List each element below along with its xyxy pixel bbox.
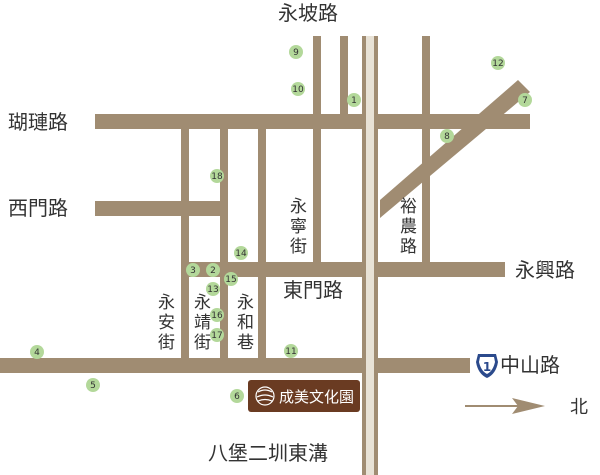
marker-8[interactable]: 8 [440, 129, 454, 143]
road-yongan [181, 128, 189, 360]
label-yongjing: 永 靖 街 [194, 293, 211, 353]
label-yongning: 永 寧 街 [290, 197, 307, 257]
marker-4[interactable]: 4 [30, 345, 44, 359]
marker-1[interactable]: 1 [347, 93, 361, 107]
logo-background [248, 380, 360, 412]
marker-number: 13 [207, 285, 218, 295]
road-diagonal [380, 80, 530, 218]
north-arrow-head-icon [512, 398, 545, 414]
label-yongning-char: 寧 [290, 217, 307, 237]
logo-text: 成美文化園 [279, 388, 354, 406]
marker-number: 3 [190, 266, 196, 276]
label-yonghe-char: 永 [237, 293, 254, 313]
marker-9[interactable]: 9 [289, 45, 303, 59]
marker-10[interactable]: 10 [291, 82, 305, 96]
label-yunong: 裕 農 路 [400, 197, 417, 257]
label-dongmen: 東門路 [283, 278, 343, 302]
label-ximen: 西門路 [8, 196, 68, 220]
label-yongan-char: 街 [158, 333, 175, 353]
label-yonghe: 永 和 巷 [237, 293, 254, 353]
marker-number: 6 [234, 392, 240, 402]
label-yonghe-char: 巷 [237, 333, 254, 353]
label-yunong-char: 裕 [400, 197, 417, 217]
north-arrow: 北 [465, 397, 588, 418]
label-zhongshan: 中山路 [500, 353, 560, 377]
marker-3[interactable]: 3 [186, 263, 200, 277]
road-zhongshan [0, 358, 470, 373]
marker-number: 2 [210, 266, 216, 276]
label-yongjing-char: 靖 [194, 313, 211, 333]
label-yonghe-char: 和 [237, 313, 254, 333]
north-label: 北 [570, 397, 588, 418]
road-shanlian [95, 114, 530, 129]
marker-number: 5 [90, 381, 96, 391]
road-network [0, 36, 530, 475]
marker-layer: 1 2 3 4 5 6 7 8 9 10 11 12 13 14 15 16 1… [30, 45, 532, 403]
highway-shield-icon: 1 [476, 354, 498, 378]
road-yongjing [220, 128, 228, 360]
marker-2[interactable]: 2 [206, 263, 220, 277]
road-yunong [422, 36, 430, 266]
marker-number: 4 [34, 348, 40, 358]
label-yunong-char: 農 [400, 217, 417, 237]
marker-18[interactable]: 18 [210, 169, 224, 183]
label-yongan-char: 安 [158, 313, 175, 333]
marker-16[interactable]: 16 [210, 308, 224, 322]
marker-number: 17 [211, 331, 222, 341]
marker-number: 11 [285, 347, 296, 357]
marker-number: 9 [293, 48, 299, 58]
marker-15[interactable]: 15 [224, 272, 238, 286]
road-yonghe [258, 128, 266, 360]
marker-number: 7 [522, 96, 528, 106]
marker-14[interactable]: 14 [234, 246, 248, 260]
chengmei-logo: 成美文化園 [248, 380, 360, 412]
label-yongpo: 永坡路 [278, 1, 338, 25]
marker-17[interactable]: 17 [210, 328, 224, 342]
marker-number: 10 [292, 85, 304, 95]
label-yongjing-char: 街 [194, 333, 211, 353]
canal-bapu-inner [366, 36, 374, 475]
label-yongxing: 永興路 [515, 258, 575, 282]
marker-number: 8 [444, 132, 450, 142]
marker-number: 16 [211, 311, 223, 321]
label-yunong-char: 路 [400, 237, 417, 257]
label-shanlian: 瑚璉路 [8, 110, 68, 134]
label-yongning-char: 街 [290, 237, 307, 257]
marker-number: 18 [211, 172, 223, 182]
marker-number: 12 [492, 59, 503, 69]
marker-13[interactable]: 13 [206, 282, 220, 296]
label-yongan: 永 安 街 [158, 293, 175, 353]
marker-6[interactable]: 6 [230, 389, 244, 403]
marker-11[interactable]: 11 [284, 344, 298, 358]
road-ximen [95, 201, 225, 216]
highway-shield-number: 1 [483, 360, 491, 374]
label-yongan-char: 永 [158, 293, 175, 313]
road-yongning [313, 36, 321, 266]
label-yongning-char: 永 [290, 197, 307, 217]
marker-7[interactable]: 7 [518, 93, 532, 107]
marker-number: 1 [351, 96, 357, 106]
label-bapu: 八堡二圳東溝 [208, 441, 328, 465]
marker-number: 15 [225, 275, 236, 285]
marker-12[interactable]: 12 [491, 56, 505, 70]
road-yongpo [340, 36, 348, 116]
logo-swirl-icon [255, 386, 275, 406]
marker-number: 14 [235, 249, 247, 259]
label-yongjing-char: 永 [194, 293, 211, 313]
marker-5[interactable]: 5 [86, 378, 100, 392]
